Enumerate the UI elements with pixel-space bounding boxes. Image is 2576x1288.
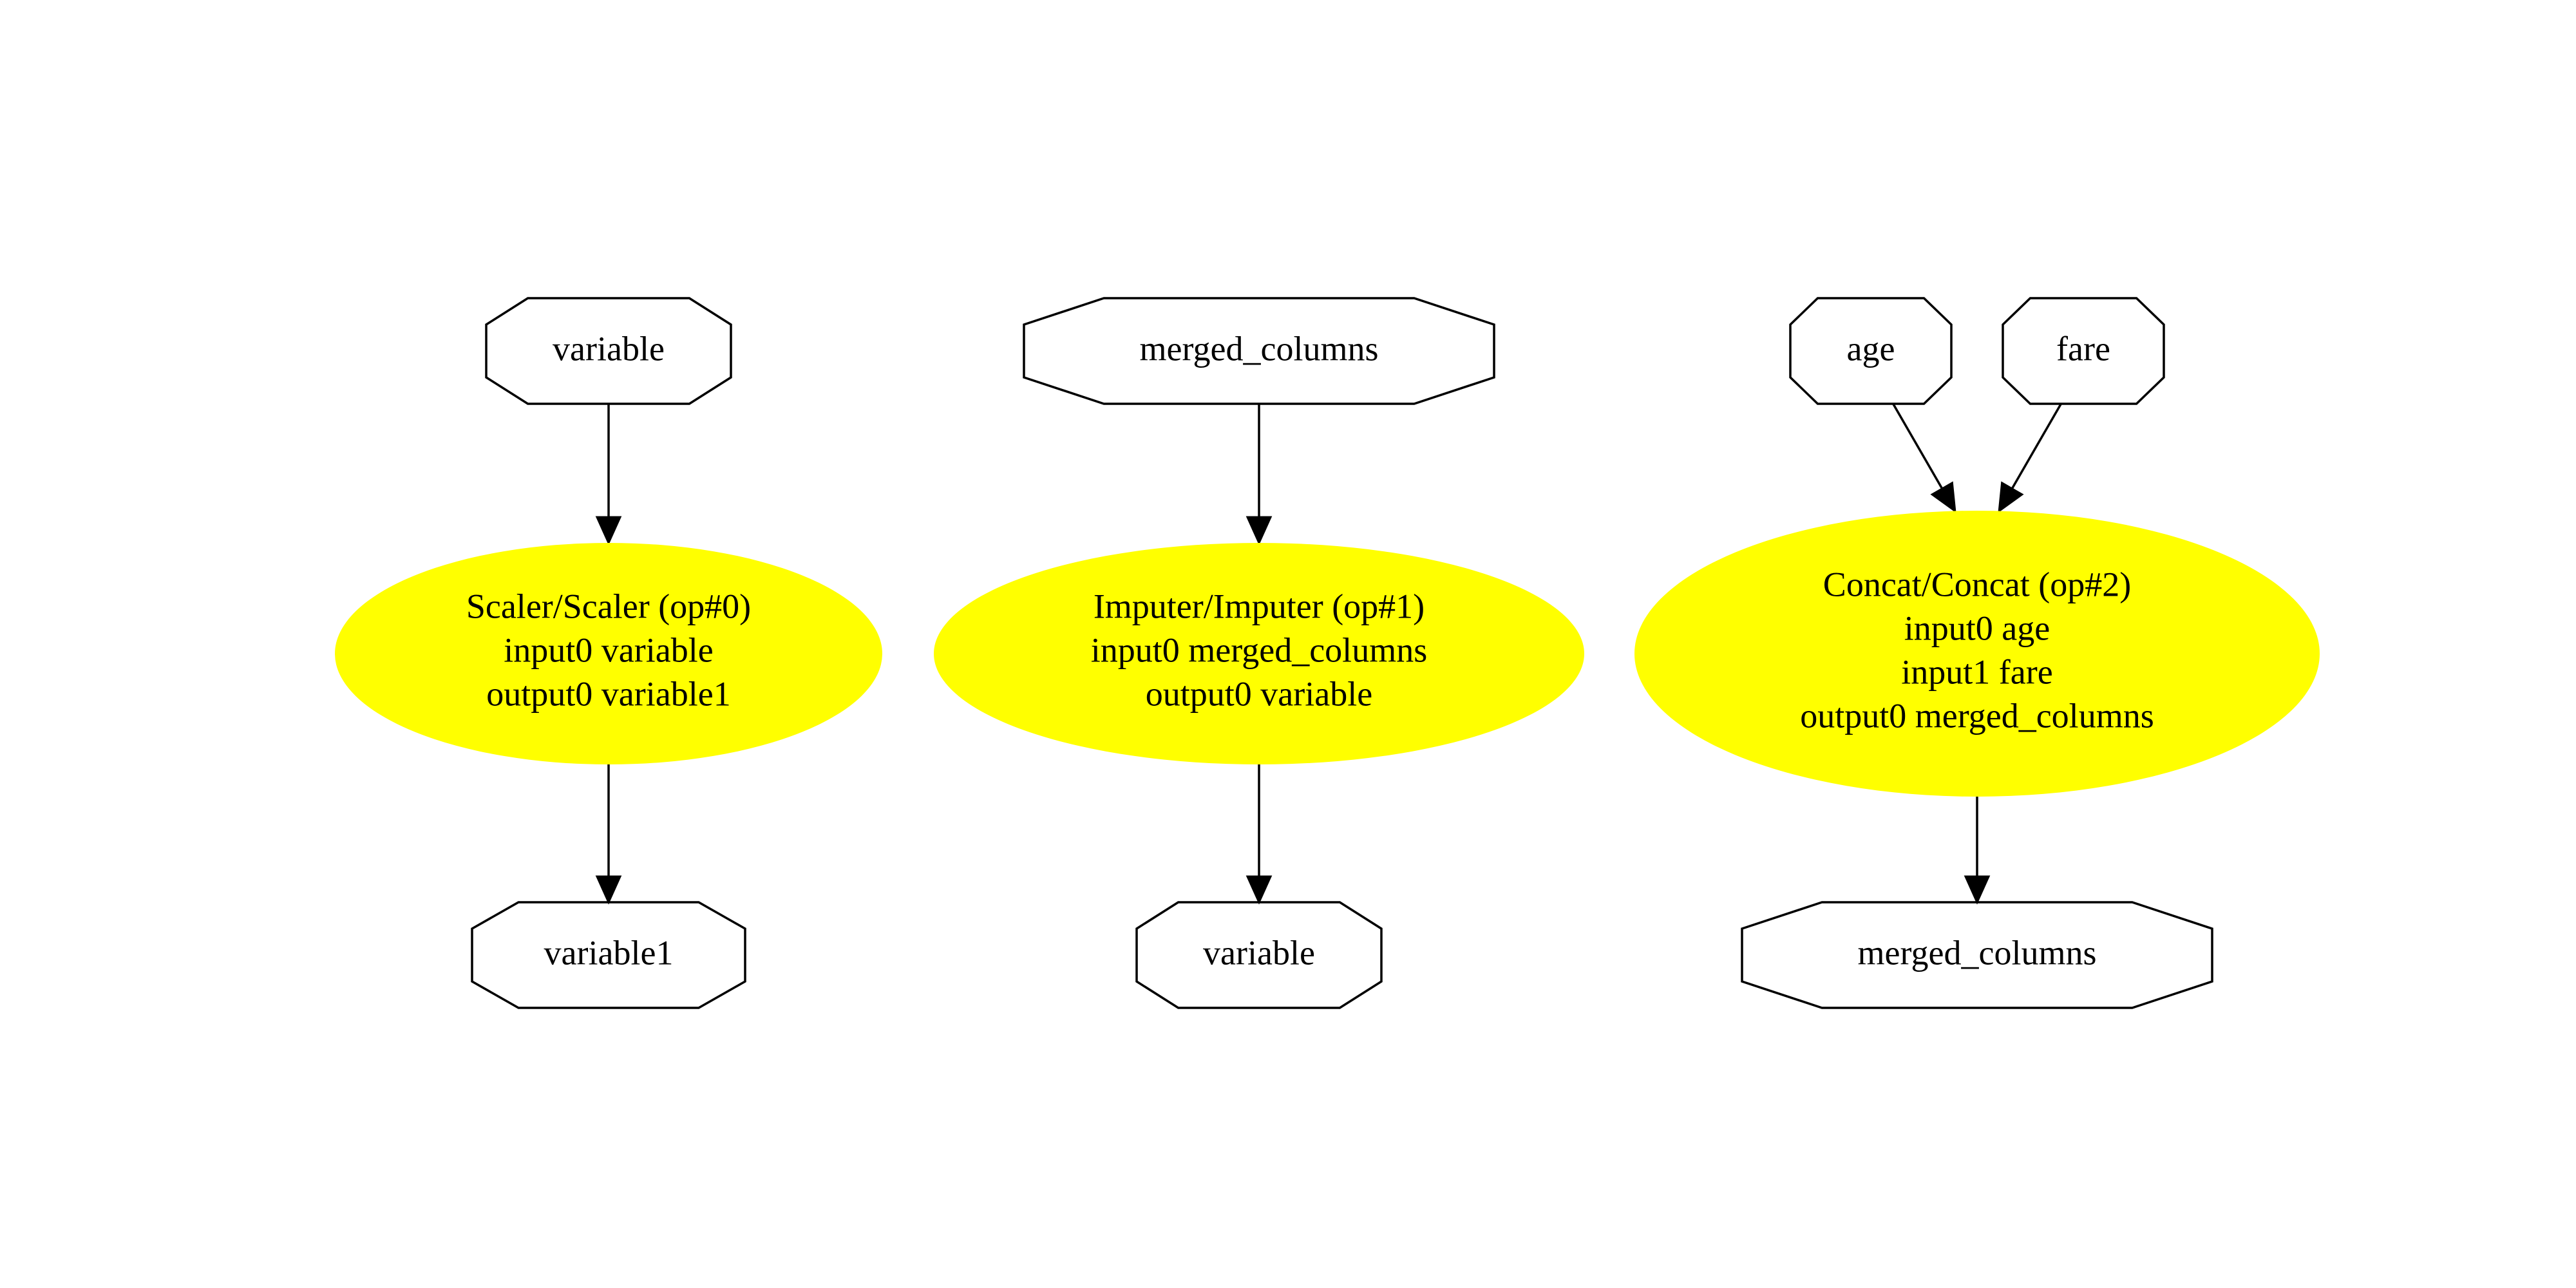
node-out-merged-columns: merged_columns (1741, 901, 2213, 1009)
op-scaler: Scaler/Scaler (op#0) input0 variable outpu… (335, 543, 882, 764)
op-label-line: output0 merged_columns (1800, 696, 2154, 735)
edge-in-fare-to-concat (1998, 403, 2062, 513)
octagon-shape (2002, 297, 2165, 405)
arrowhead-icon (1998, 481, 2024, 513)
node-in-fare: fare (2002, 297, 2165, 405)
op-label-line: input0 age (1904, 609, 2050, 647)
node-label: merged_columns (1140, 329, 1379, 368)
arrowhead-icon (1245, 875, 1273, 905)
op-label-line: Scaler/Scaler (op#0) (466, 587, 751, 625)
edge-imputer-to-out_variable (1245, 764, 1273, 905)
node-in-age: age (1789, 297, 1953, 405)
node-label: variable (1203, 933, 1315, 972)
edges (595, 403, 2062, 905)
op-imputer: Imputer/Imputer (op#1) input0 merged_colu… (934, 543, 1584, 764)
arrowhead-icon (1930, 481, 1956, 513)
edge-line (1892, 403, 1944, 489)
edge-scaler-to-out_variable1 (595, 764, 622, 905)
ellipse-shape (934, 543, 1584, 764)
octagon-shape (471, 901, 746, 1009)
op-label-line: output0 variable1 (486, 674, 730, 713)
op-concat: Concat/Concat (op#2) input0 age input1 far… (1634, 511, 2320, 797)
arrowhead-icon (595, 875, 622, 905)
node-in-variable: variable (485, 297, 732, 405)
op-label-line: Imputer/Imputer (op#1) (1094, 587, 1425, 625)
edge-in-variable-to-scaler (595, 404, 622, 545)
edge-line (2011, 403, 2062, 489)
node-label: fare (2056, 329, 2110, 368)
edge-in-age-to-concat (1892, 403, 1956, 513)
arrowhead-icon (1964, 875, 1991, 905)
node-label: age (1847, 329, 1895, 368)
octagon-shape (1135, 901, 1383, 1009)
node-in-merged-columns: merged_columns (1023, 297, 1495, 405)
nodes: variable merged_columns age fare variable1 va… (335, 297, 2320, 1009)
node-label: variable (553, 329, 665, 368)
op-label-line: input1 fare (1901, 652, 2052, 691)
op-label-line: Concat/Concat (op#2) (1823, 565, 2131, 603)
arrowhead-icon (595, 516, 622, 545)
octagon-shape (1789, 297, 1953, 405)
ellipse-shape (335, 543, 882, 764)
edge-concat-to-out_merged_columns (1964, 797, 1991, 905)
node-out-variable: variable (1135, 901, 1383, 1009)
ellipse-shape (1634, 511, 2320, 797)
arrowhead-icon (1245, 516, 1273, 545)
node-out-variable1: variable1 (471, 901, 746, 1009)
edge-in-merged-columns-to-imputer (1245, 404, 1273, 545)
octagon-shape (1741, 901, 2213, 1009)
node-label: merged_columns (1858, 933, 2097, 972)
node-label: variable1 (544, 933, 674, 972)
octagon-shape (485, 297, 732, 405)
op-label-line: input0 variable (504, 630, 713, 669)
op-label-line: input0 merged_columns (1091, 630, 1427, 669)
op-label-line: output0 variable (1146, 674, 1372, 713)
octagon-shape (1023, 297, 1495, 405)
